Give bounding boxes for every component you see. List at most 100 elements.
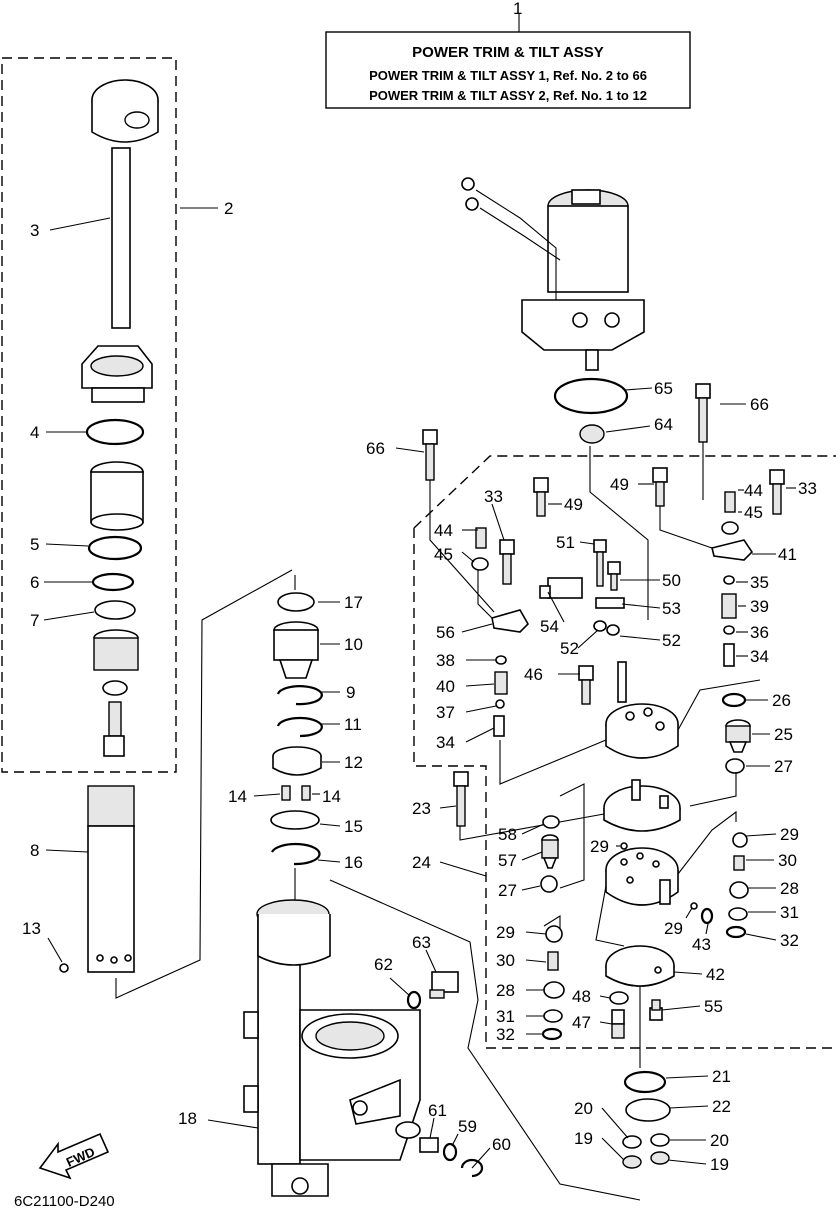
- part-21-ring: [623, 1070, 667, 1094]
- callout-14-left: 14: [228, 787, 247, 806]
- fwd-arrow-icon: FWD: [38, 1132, 110, 1180]
- callout-59: 59: [458, 1117, 477, 1136]
- part-42-plate: [605, 945, 675, 987]
- part-7-seal: [94, 600, 136, 620]
- part-50-bolt: [607, 561, 621, 591]
- part-64-coupling: [579, 424, 605, 444]
- callout-26: 26: [772, 691, 791, 710]
- callout-27-right: 27: [774, 757, 793, 776]
- part-valve-body-lower: [605, 847, 679, 906]
- part-2-rod-gland: [81, 345, 153, 403]
- title-box: 1 POWER TRIM & TILT ASSY POWER TRIM & TI…: [325, 0, 691, 109]
- part-36-ball: [723, 625, 735, 635]
- callout-58: 58: [498, 825, 517, 844]
- part-40-spring: [494, 671, 508, 695]
- part-33-bolt-b: [769, 469, 785, 515]
- part-31-ring-b: [543, 1009, 563, 1023]
- part-34-pin-b: [723, 643, 735, 667]
- part-29-ball-a: [732, 832, 748, 848]
- part-13-ball: [59, 963, 69, 973]
- callout-65: 65: [654, 379, 673, 398]
- part-41-bracket: [711, 539, 754, 561]
- part-14-spring-b: [301, 785, 311, 801]
- callout-54: 54: [540, 617, 559, 636]
- part-9-clip: [276, 685, 323, 706]
- callout-53: 53: [662, 599, 681, 618]
- title-ref-number: 1: [513, 0, 522, 18]
- callout-29-b: 29: [496, 923, 515, 942]
- part-30-spring-a: [733, 855, 745, 871]
- callout-34-right: 34: [750, 647, 769, 666]
- part-43-o-ring: [700, 907, 714, 925]
- drawing-code: 6C21100-D240: [14, 1193, 115, 1210]
- callout-43: 43: [692, 935, 711, 954]
- callout-7: 7: [30, 611, 39, 630]
- part-38-ball: [495, 655, 507, 665]
- callout-30-a: 30: [778, 851, 797, 870]
- callout-4: 4: [30, 423, 39, 442]
- callout-32-b: 32: [496, 1025, 515, 1044]
- callout-2: 2: [224, 199, 233, 218]
- part-35-ball: [723, 575, 735, 585]
- part-46-bolt: [578, 665, 594, 705]
- part-5-o-ring: [87, 535, 143, 561]
- part-66-bolt-left: [422, 429, 438, 481]
- callout-60: 60: [492, 1135, 511, 1154]
- callout-33-left: 33: [484, 487, 503, 506]
- callout-14-right: 14: [322, 787, 341, 806]
- part-34-pin-a: [493, 715, 505, 737]
- callout-3: 3: [30, 221, 39, 240]
- callout-45-right: 45: [744, 503, 763, 522]
- callout-52-right: 52: [662, 631, 681, 650]
- callout-40: 40: [436, 677, 455, 696]
- part-48-ring: [609, 991, 629, 1005]
- callout-61: 61: [428, 1101, 447, 1120]
- part-29-ball-d: [690, 902, 698, 910]
- part-piston-lower: [93, 629, 139, 671]
- callout-48: 48: [572, 987, 591, 1006]
- part-6-ring: [91, 572, 135, 592]
- part-65-o-ring: [553, 377, 629, 415]
- part-33-bolt-a: [499, 539, 515, 585]
- part-52-ring-b: [606, 624, 620, 636]
- callout-13: 13: [22, 919, 41, 938]
- part-4-o-ring: [85, 418, 145, 446]
- part-14-spring-a: [281, 785, 291, 801]
- callout-23: 23: [412, 799, 431, 818]
- callout-66-right: 66: [750, 395, 769, 414]
- part-63-plug: [429, 971, 459, 999]
- callout-47: 47: [572, 1013, 591, 1032]
- part-60-clip: [460, 1158, 484, 1178]
- part-56-bracket: [491, 609, 529, 633]
- callout-50: 50: [662, 571, 681, 590]
- part-51-bolt: [593, 539, 607, 587]
- callout-5: 5: [30, 535, 39, 554]
- part-45-plug-a: [471, 557, 489, 571]
- callout-labels: 2 3 4 5 6 7 8 13 17 10 9 11 12 14 14 15 …: [22, 199, 817, 1174]
- title-heading: POWER TRIM & TILT ASSY: [412, 44, 604, 61]
- part-22-seal: [625, 1098, 671, 1122]
- callout-55: 55: [704, 997, 723, 1016]
- part-59-o-ring: [442, 1142, 458, 1162]
- part-27-seal-b: [725, 758, 745, 774]
- part-28-seat-a: [729, 881, 749, 899]
- callout-29-d: 29: [664, 919, 683, 938]
- callout-20-right: 20: [710, 1131, 729, 1150]
- callout-31-a: 31: [780, 903, 799, 922]
- group-box-valve-block: [413, 455, 836, 1049]
- part-motor-wires: [461, 177, 561, 300]
- callout-18: 18: [178, 1109, 197, 1128]
- callout-11: 11: [344, 715, 362, 734]
- part-18-cylinder-housing: [243, 899, 421, 1197]
- callout-66-left: 66: [366, 439, 385, 458]
- part-motor: [521, 189, 645, 371]
- callout-12: 12: [344, 753, 363, 772]
- callout-63: 63: [412, 933, 431, 952]
- callout-9: 9: [346, 683, 355, 702]
- part-20-seal-b: [650, 1133, 670, 1147]
- callout-30-b: 30: [496, 951, 515, 970]
- title-line-1: POWER TRIM & TILT ASSY 1, Ref. No. 2 to …: [369, 68, 647, 83]
- part-29-ball-b: [545, 925, 563, 943]
